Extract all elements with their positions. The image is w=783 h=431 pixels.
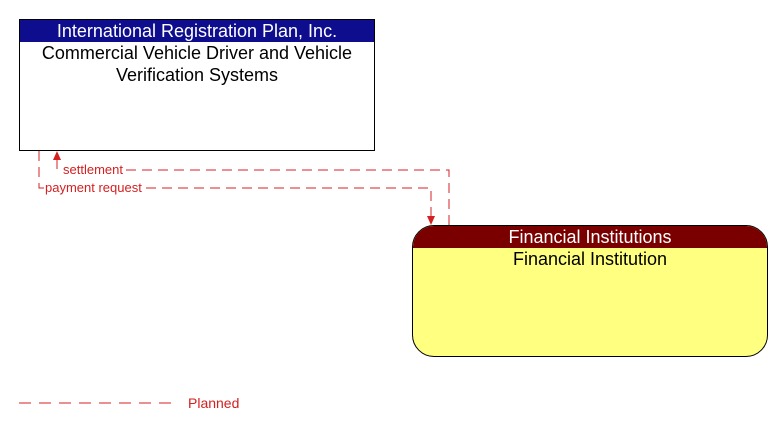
settlement-arrowhead	[53, 151, 61, 160]
irp-body: Commercial Vehicle Driver and Vehicle Ve…	[41, 43, 353, 85]
payment-request-label: payment request	[44, 180, 143, 195]
fi-body: Financial Institution	[512, 249, 668, 269]
legend-planned-label: Planned	[188, 395, 240, 411]
payment-request-arrowhead	[427, 216, 435, 225]
payment-request-flow-line	[38, 151, 432, 223]
settlement-flow-line	[56, 153, 450, 225]
irp-header: International Registration Plan, Inc.	[20, 20, 374, 42]
settlement-label: settlement	[62, 162, 124, 177]
fi-header: Financial Institutions	[413, 226, 767, 248]
financial-institution-box: Financial Institutions Financial Institu…	[412, 225, 768, 357]
irp-entity-box: International Registration Plan, Inc. Co…	[19, 19, 375, 151]
